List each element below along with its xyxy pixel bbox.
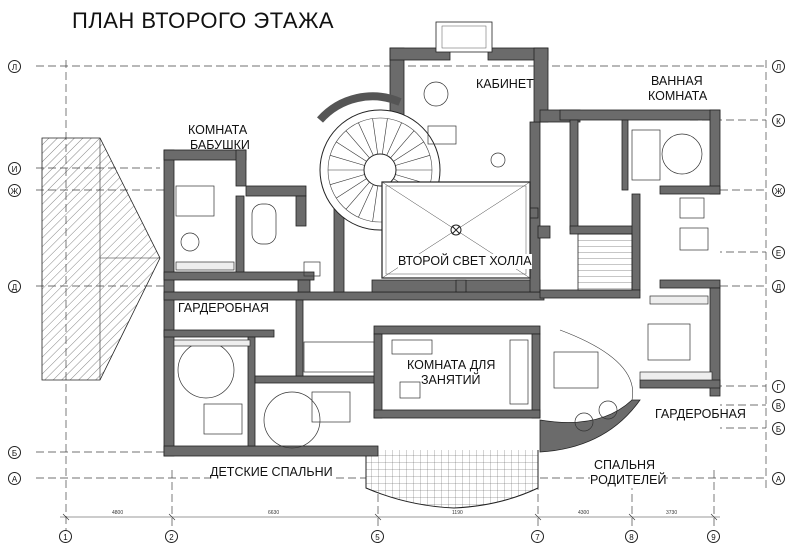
room-label-hall-second-light: ВТОРОЙ СВЕТ ХОЛЛА: [398, 254, 532, 269]
axis-bubble-col: 5: [371, 530, 384, 543]
room-label-bathroom-line1: ВАННАЯ: [651, 74, 703, 88]
stair-step: [336, 178, 367, 199]
axis-bubble-row-left: И: [8, 162, 21, 175]
dimension-value: 4300: [578, 510, 590, 516]
dimension-value: 4800: [112, 510, 124, 516]
study-bay: [435, 21, 493, 53]
stair-step: [372, 118, 379, 155]
stair-step: [358, 184, 374, 218]
stair-step: [395, 155, 430, 166]
stair-step: [345, 181, 370, 210]
room-label-bathroom-line2: КОМНАТА: [648, 89, 708, 103]
axis-bubble-col: 9: [707, 530, 720, 543]
axis-bubble-col: 2: [165, 530, 178, 543]
axis-bubble-row-right: К: [772, 114, 785, 127]
room-label-parents-line2: РОДИТЕЛЕЙ: [590, 473, 667, 488]
axis-bubble-row-left: Ж: [8, 184, 21, 197]
axis-bubble-row-right: Г: [772, 380, 785, 393]
stair-step: [390, 130, 415, 159]
room-label-study-room-line1: КОМНАТА ДЛЯ: [407, 358, 496, 373]
room-label-study-room-line2: ЗАНЯТИЙ: [421, 373, 481, 388]
walls: [163, 47, 721, 457]
small-stair: [577, 233, 633, 291]
axis-bubble-row-left: Д: [8, 280, 21, 293]
stair-step: [393, 141, 424, 162]
room-label-study: КАБИНЕТ: [476, 77, 534, 91]
room-label-kids-bedrooms: ДЕТСКИЕ СПАЛЬНИ: [210, 465, 333, 480]
room-label-parents-line1: СПАЛЬНЯ: [594, 458, 656, 473]
axis-bubble-col: 7: [531, 530, 544, 543]
axis-bubble-col: 1: [59, 530, 72, 543]
dimension-line: [60, 513, 720, 521]
axis-bubble-row-right: В: [772, 399, 785, 412]
stair-step: [330, 174, 365, 185]
dimension-value: 3730: [666, 510, 678, 516]
stair-step: [381, 118, 388, 155]
stair-step: [358, 122, 374, 156]
axis-bubble-row-left: Л: [8, 60, 21, 73]
furniture: [173, 81, 713, 449]
axis-bubble-col: 8: [625, 530, 638, 543]
stair-step: [330, 155, 365, 166]
room-label-wardrobe-right: ГАРДЕРОБНАЯ: [655, 407, 746, 422]
dimension-value: 6630: [268, 510, 280, 516]
axis-bubble-row-left: А: [8, 472, 21, 485]
axis-bubble-row-right: Л: [772, 60, 785, 73]
axis-bubble-row-right: Б: [772, 422, 785, 435]
axis-bubble-row-right: Ж: [772, 184, 785, 197]
stair-step: [345, 130, 370, 159]
stair-step: [386, 122, 402, 156]
room-label-granny-line2: БАБУШКИ: [190, 138, 250, 152]
stair-step: [372, 185, 379, 222]
axis-bubble-row-right: А: [772, 472, 785, 485]
room-label-granny-line1: КОМНАТА: [188, 123, 248, 137]
dimension-value: 1190: [452, 510, 463, 516]
room-label-wardrobe-left: ГАРДЕРОБНАЯ: [178, 301, 269, 316]
roof-hatch: [41, 137, 161, 381]
axis-bubble-row-right: Е: [772, 246, 785, 259]
stair-step: [336, 141, 367, 162]
axis-bubble-row-right: Д: [772, 280, 785, 293]
axis-bubble-row-left: Б: [8, 446, 21, 459]
page-title: ПЛАН ВТОРОГО ЭТАЖА: [72, 8, 335, 33]
bay-wall: [539, 399, 641, 453]
